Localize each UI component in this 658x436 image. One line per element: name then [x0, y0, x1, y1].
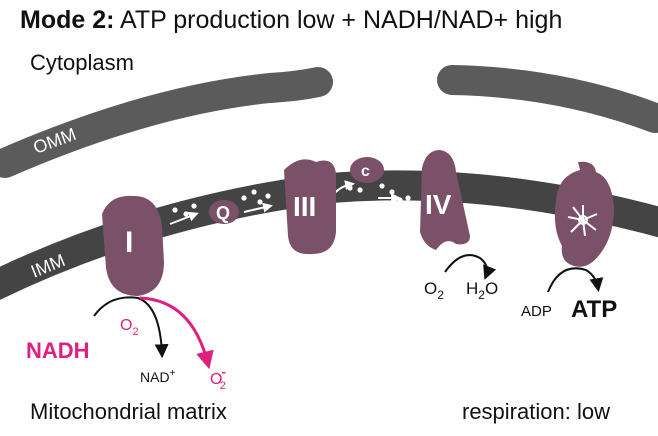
cytoplasm-label: Cytoplasm	[30, 50, 134, 75]
complex-iv	[420, 150, 470, 250]
mode-description: ATP production low + NADH/NAD+ high	[114, 6, 563, 34]
electron-arrow-1	[169, 211, 199, 225]
rotor-icon	[567, 205, 598, 237]
complex-iv-label: IV	[425, 189, 452, 220]
mode-label: Mode 2:	[20, 6, 115, 34]
electron-arrow-2	[243, 202, 273, 213]
adp-label: ADP	[521, 303, 552, 320]
atp-label: ATP	[571, 296, 617, 323]
page-title: Mode 2: ATP production low + NADH/NAD+ h…	[20, 6, 562, 35]
complex-iii	[284, 159, 336, 255]
respiration-status: respiration: low	[462, 399, 610, 424]
matrix-label: Mitochondrial matrix	[30, 399, 227, 424]
nad-label: NAD+	[140, 368, 176, 385]
adp-to-atp-arrow	[547, 267, 604, 293]
nadh-label: NADH	[26, 338, 90, 363]
o2-to-h2o-arrow	[444, 254, 497, 280]
nadh-to-nad-arrow	[93, 296, 169, 359]
atp-synthase	[554, 161, 614, 267]
superoxide-arrow	[139, 296, 214, 370]
complex-i	[102, 195, 164, 296]
o2-input-label: O2	[120, 317, 139, 338]
superoxide-label: O-2	[210, 364, 226, 392]
ubiquinone-q-label: Q	[216, 203, 230, 223]
cytochrome-c-label: c	[361, 163, 370, 180]
complex-iii-label: III	[293, 191, 316, 222]
outer-membrane-right	[437, 65, 658, 133]
h2o-label: H2O	[466, 279, 498, 302]
cytochrome-c	[350, 157, 384, 183]
o2-label: O2	[424, 279, 444, 302]
outer-membrane-left	[0, 67, 333, 178]
complex-i-label: I	[125, 226, 133, 259]
ubiquinone-q	[209, 200, 239, 224]
